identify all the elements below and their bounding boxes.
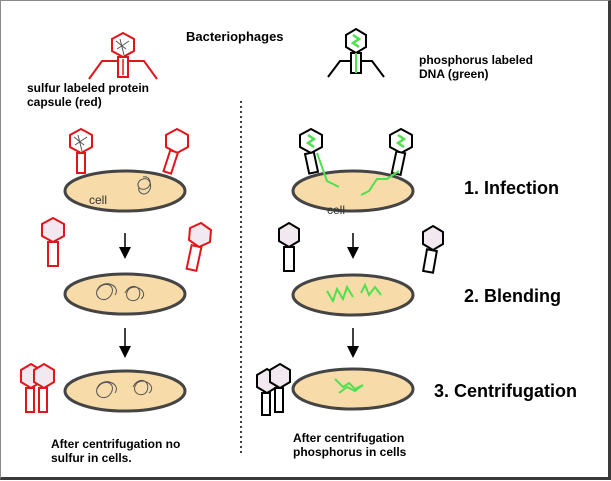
- green-dna-centrifugation: [334, 378, 364, 394]
- sulfur-phage-attached-left: [69, 127, 93, 174]
- phosphorus-ghost-phage-pair: [256, 362, 291, 416]
- cell-label-right: cell: [327, 203, 346, 217]
- step-infection-label: 1. Infection: [464, 178, 560, 198]
- step-blending-label: 2. Blending: [464, 286, 562, 306]
- right-caption-line2: phosphorus in cells: [293, 445, 407, 459]
- phosphorus-phage-attached-left: [299, 127, 323, 175]
- dna-tangle-left-blending: [96, 283, 145, 302]
- diagram-title: Bacteriophages: [186, 29, 284, 44]
- phosphorus-ghost-phage-left: [278, 221, 300, 272]
- phosphorus-legend-line2: DNA (green): [419, 67, 489, 81]
- cell-right-infection: [291, 169, 415, 213]
- cell-label-left: cell: [89, 193, 108, 207]
- phosphorus-ghost-phage-right: [422, 224, 444, 274]
- dna-tangle-left-centrifugation: [96, 379, 153, 398]
- dna-tangle-left-infection: [137, 176, 152, 195]
- phosphorus-legend-line1: phosphorus labeled: [419, 53, 534, 67]
- cell-left-centrifugation: [63, 369, 187, 413]
- cell-left-blending: [63, 272, 187, 316]
- sulfur-phage-legend-icon: [88, 31, 158, 80]
- sulfur-phage-attached-right: [162, 127, 189, 175]
- cell-left-infection: [63, 169, 187, 213]
- step-centrifugation-label: 3. Centrifugation: [434, 381, 577, 401]
- left-caption-line2: sulfur in cells.: [51, 451, 132, 465]
- left-caption-line1: After centrifugation no: [51, 437, 181, 451]
- right-caption-line1: After centrifugation: [293, 431, 405, 445]
- green-dna-blending: [326, 282, 382, 304]
- phosphorus-phage-attached-right: [389, 127, 413, 176]
- sulfur-ghost-phage-right: [185, 221, 213, 272]
- sulfur-ghost-phage-left: [41, 216, 65, 267]
- sulfur-ghost-phage-pair: [20, 362, 55, 413]
- sulfur-legend-line2: capsule (red): [27, 95, 102, 109]
- cell-right-blending: [291, 273, 415, 317]
- phosphorus-phage-legend-icon: [327, 27, 385, 78]
- sulfur-legend-line1: sulfur labeled protein: [27, 81, 150, 95]
- green-dna-injected: [316, 152, 400, 196]
